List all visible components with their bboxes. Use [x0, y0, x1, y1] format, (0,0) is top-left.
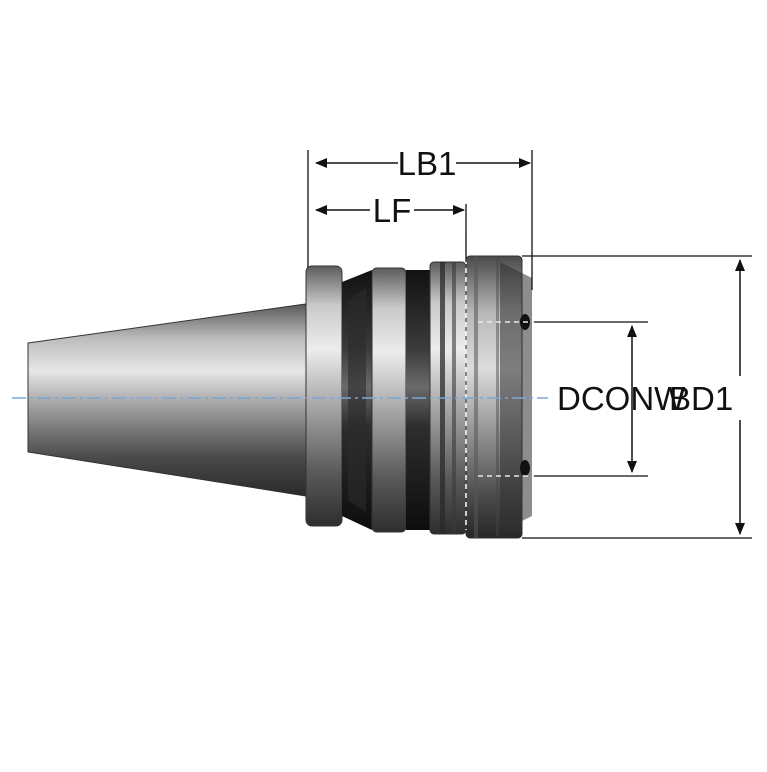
set-screw-lower: [520, 460, 530, 476]
clamp-ring-dark: [406, 270, 430, 530]
bd1-label: BD1: [669, 380, 733, 417]
lf-label: LF: [373, 192, 412, 229]
flange: [305, 265, 343, 527]
body-collar: [371, 267, 407, 533]
lb1-label: LB1: [398, 145, 457, 182]
taper-shank: [27, 303, 307, 497]
dconw-label: DCONW: [557, 380, 686, 417]
